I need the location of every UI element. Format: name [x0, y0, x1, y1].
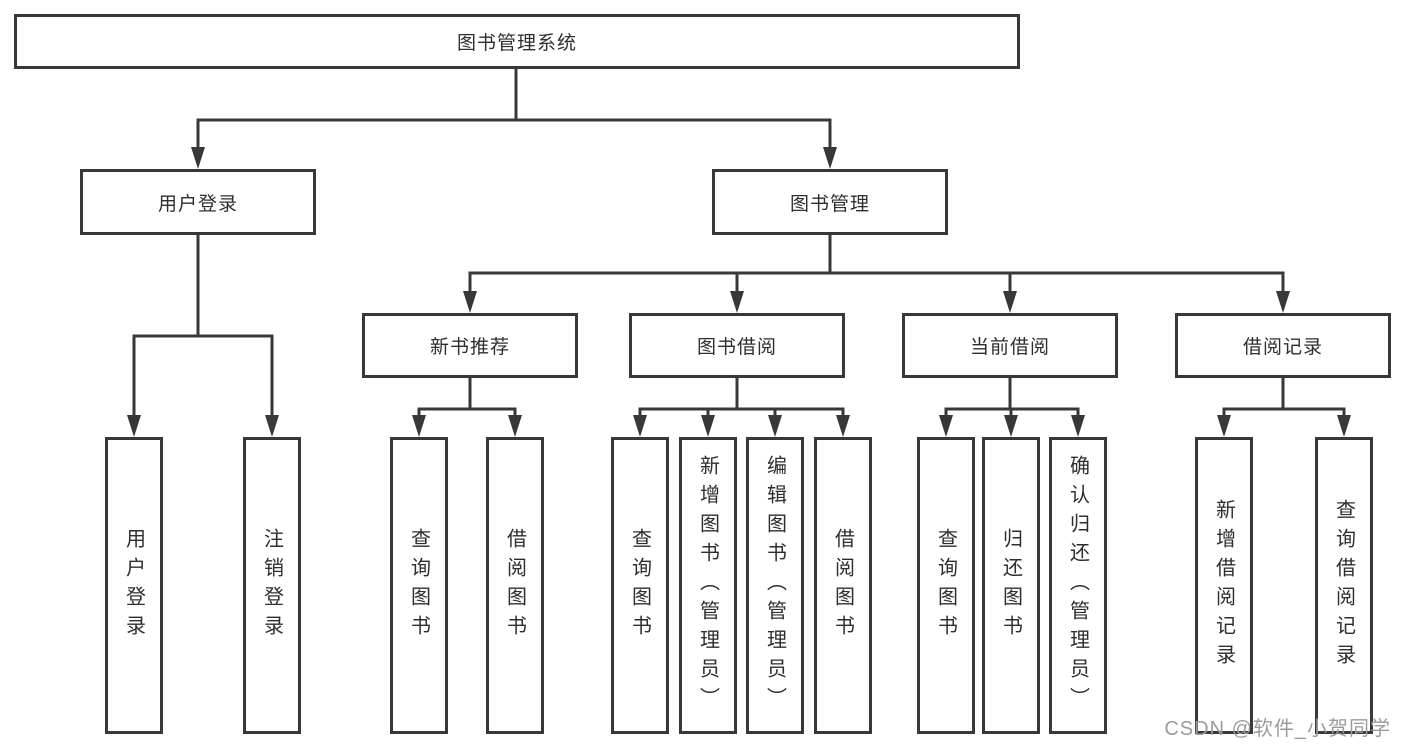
arrowhead [191, 147, 205, 169]
arrowhead [768, 415, 782, 437]
leaf-records-add-borrow-record: 新增借阅记录 [1195, 437, 1253, 734]
connector-records-bar [1222, 407, 1346, 416]
node-borrowing-records: 借阅记录 [1175, 313, 1391, 378]
connector-newbook-bar [417, 407, 517, 416]
arrowhead [1337, 415, 1351, 437]
leaf-current-confirm-return-admin: 确认归还（管理员） [1049, 437, 1107, 734]
leaf-current-query-books: 查询图书 [917, 437, 975, 734]
arrowhead [939, 415, 953, 437]
arrowhead [412, 415, 426, 437]
node-book-management: 图书管理 [712, 169, 948, 235]
arrowhead [1217, 415, 1231, 437]
arrowhead [823, 147, 837, 169]
leaf-borrowing-add-books-admin: 新增图书（管理员） [679, 437, 737, 734]
watermark: CSDN @软件_小贺同学 [1164, 718, 1391, 740]
leaf-borrowing-query-books: 查询图书 [611, 437, 669, 734]
arrowhead [633, 415, 647, 437]
leaf-user-login: 用户登录 [105, 437, 163, 734]
leaf-borrowing-borrow-books: 借阅图书 [814, 437, 872, 734]
node-user-login: 用户登录 [80, 169, 316, 235]
connector-userlogin-bar [132, 334, 274, 415]
arrowhead [1003, 291, 1017, 313]
arrowhead [1071, 415, 1085, 437]
node-new-book-recommendation: 新书推荐 [362, 313, 578, 378]
arrowhead [1004, 415, 1018, 437]
leaf-logout-login: 注销登录 [243, 437, 301, 734]
arrowhead [1276, 291, 1290, 313]
arrowhead [836, 415, 850, 437]
node-book-borrowing: 图书借阅 [629, 313, 845, 378]
connector-borrowing-bar [638, 407, 845, 416]
arrowhead [701, 415, 715, 437]
leaf-newbook-borrow-books: 借阅图书 [486, 437, 544, 734]
arrowhead [265, 415, 279, 437]
node-library-management-system: 图书管理系统 [14, 14, 1020, 69]
arrowhead [508, 415, 522, 437]
connector-root-bar [196, 118, 832, 148]
connector-bookmgmt-bar [468, 271, 1285, 292]
leaf-newbook-query-books: 查询图书 [390, 437, 448, 734]
node-current-borrowing: 当前借阅 [902, 313, 1118, 378]
leaf-borrowing-edit-books-admin: 编辑图书（管理员） [746, 437, 804, 734]
arrowhead [730, 291, 744, 313]
arrowhead [463, 291, 477, 313]
leaf-current-return-books: 归还图书 [982, 437, 1040, 734]
connector-current-bar [944, 407, 1080, 416]
arrowhead [127, 415, 141, 437]
leaf-records-query-borrow-record: 查询借阅记录 [1315, 437, 1373, 734]
